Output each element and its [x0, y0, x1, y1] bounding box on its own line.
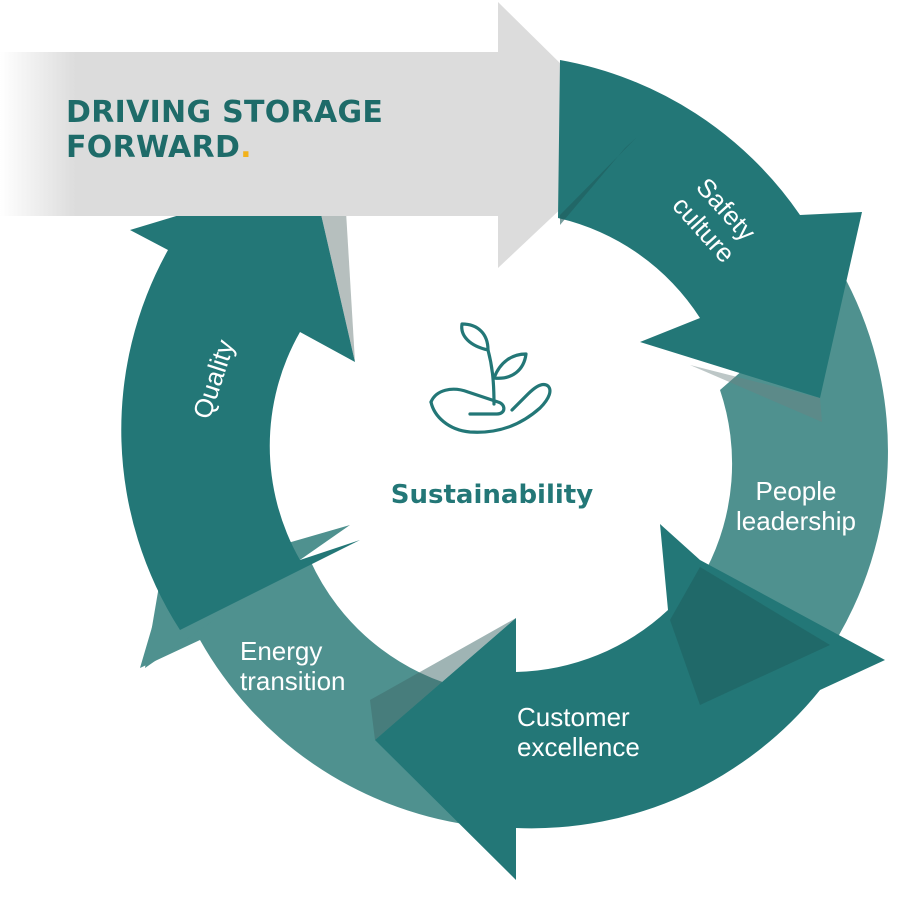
label-people-leadership-line-2: leadership — [736, 506, 856, 536]
label-people-leadership-line-1: People — [756, 476, 837, 506]
label-customer-excellence-line-1: Customer — [517, 702, 630, 732]
segment-safety-culture-arrow — [558, 60, 862, 398]
label-energy-transition-line-1: Energy — [240, 636, 322, 666]
center-label: Sustainability — [391, 480, 593, 510]
segment-energy-transition-arc — [140, 560, 470, 825]
customer-excellence-overlap — [670, 567, 830, 705]
headline-line-2: FORWARD. — [66, 130, 252, 165]
driving-storage-forward-arrow — [0, 2, 636, 268]
headline-line-1: DRIVING STORAGE — [66, 95, 383, 130]
label-customer-excellence-line-2: excellence — [517, 732, 640, 762]
customer-excellence-shadow — [370, 618, 516, 740]
safety-culture-shadow — [690, 365, 822, 422]
label-energy-transition-line-2: transition — [240, 666, 346, 696]
headline-forward: FORWARD — [66, 130, 240, 165]
quality-arrow-shadow — [312, 175, 355, 362]
plant-in-hand-icon — [429, 322, 552, 434]
segment-quality-arrow — [121, 175, 360, 630]
headline-accent-dot: . — [240, 130, 252, 165]
